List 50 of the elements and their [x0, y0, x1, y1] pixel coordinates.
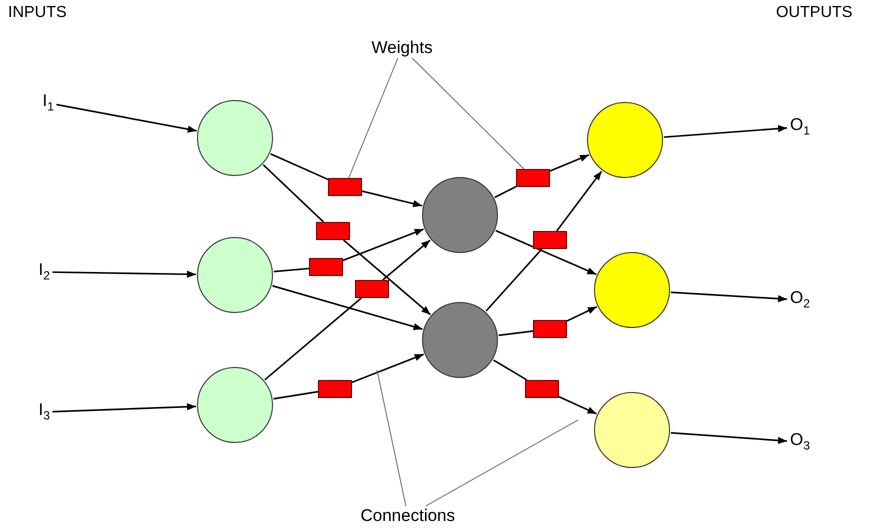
leader-line	[376, 370, 406, 506]
arrow	[272, 285, 423, 330]
connection-line	[273, 390, 318, 400]
arrow	[56, 104, 197, 133]
arrow	[670, 292, 788, 302]
arrow	[52, 270, 196, 278]
neuron-circle	[422, 302, 498, 378]
arrow	[495, 230, 597, 276]
weight-box	[355, 280, 389, 298]
arrow	[550, 154, 590, 172]
leader-line	[425, 420, 578, 506]
node-label: O$_{2}$	[790, 288, 810, 313]
arrow	[566, 306, 598, 322]
connection-line	[274, 268, 310, 272]
node-label: I$_{1}$	[42, 90, 54, 116]
connection-line	[493, 359, 528, 381]
callout-label: Connections	[360, 506, 456, 526]
connection-line	[270, 153, 328, 180]
arrow	[556, 170, 602, 232]
arrow	[664, 125, 788, 138]
leader-line	[412, 58, 524, 170]
weight-box	[533, 231, 567, 249]
node-label: O$_{1}$	[790, 114, 810, 140]
arrow	[352, 354, 424, 384]
connection-line	[264, 297, 362, 380]
node-label: I$_{3}$	[38, 400, 50, 425]
node-label: O$_{3}$	[790, 430, 810, 455]
connection-line	[494, 186, 516, 198]
weight-box	[525, 380, 559, 398]
weight-box	[533, 320, 567, 338]
arrow	[382, 239, 431, 281]
weight-box	[318, 380, 352, 398]
arrow	[342, 239, 431, 316]
connection-line	[498, 330, 534, 336]
arrow	[342, 228, 424, 262]
weight-box	[516, 169, 550, 187]
connection-line	[262, 164, 324, 223]
arrow	[52, 403, 196, 412]
arrow	[558, 396, 597, 415]
node-label: I$_{2}$	[38, 260, 50, 285]
arrow	[362, 190, 422, 208]
leader-line	[348, 58, 398, 178]
arrow	[670, 432, 788, 444]
weight-box	[328, 178, 362, 196]
column-heading: INPUTS	[8, 4, 67, 22]
callout-label: Weights	[372, 38, 433, 58]
connection-line	[486, 248, 542, 312]
weight-box	[316, 222, 350, 240]
column-heading: OUTPUTS	[776, 4, 852, 22]
weight-box	[309, 258, 343, 276]
